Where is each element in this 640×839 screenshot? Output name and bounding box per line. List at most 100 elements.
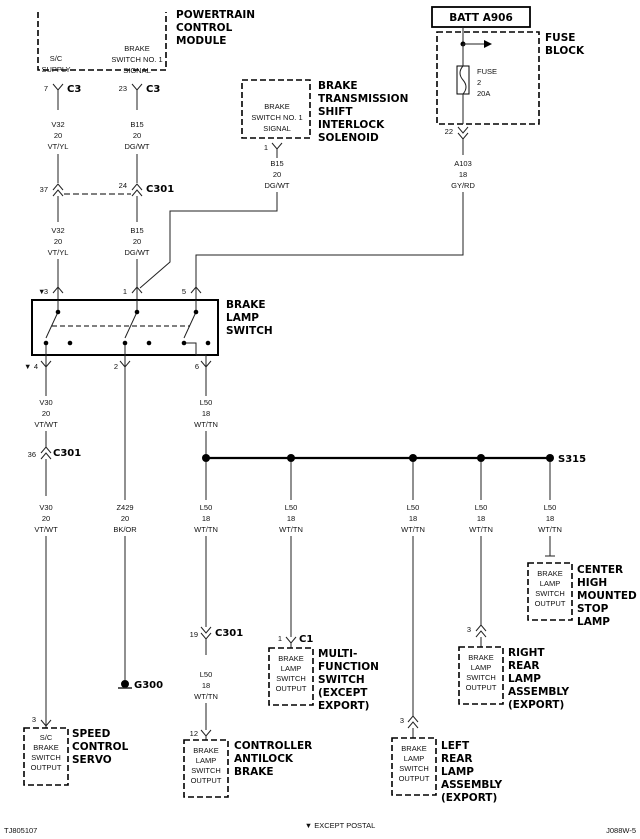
- svg-text:TRANSMISSION: TRANSMISSION: [318, 93, 408, 105]
- footer: TJ805107 ▼ EXCEPT POSTAL J088W-5: [4, 821, 636, 835]
- svg-text:20: 20: [273, 170, 281, 179]
- pcm-brake-label-2: SWITCH NO. 1: [111, 55, 162, 64]
- wire-b15-lower: B15 20 DG/WT: [125, 196, 150, 277]
- svg-text:OUTPUT: OUTPUT: [399, 774, 430, 783]
- svg-text:VT/YL: VT/YL: [48, 248, 69, 257]
- fuse-block-box: [436, 31, 540, 125]
- pcm-box: [37, 12, 167, 71]
- left-rear-lamp-assembly: 3 BRAKE LAMP SWITCH OUTPUT LEFT REAR LAM…: [391, 715, 502, 804]
- c301-pin36-terminal: [40, 446, 52, 460]
- svg-text:Z429: Z429: [116, 503, 133, 512]
- branch-l50-left-rear: L50 18 WT/TN: [401, 462, 425, 716]
- svg-text:SPEED: SPEED: [72, 728, 111, 740]
- svg-text:B15: B15: [270, 159, 283, 168]
- svg-text:WT/TN: WT/TN: [279, 525, 303, 534]
- svg-text:DG/WT: DG/WT: [125, 142, 150, 151]
- svg-text:LAMP: LAMP: [471, 663, 491, 672]
- svg-text:DG/WT: DG/WT: [265, 181, 290, 190]
- abs-pin-terminal: [200, 729, 212, 740]
- pcm-title-1: POWERTRAIN: [176, 9, 255, 21]
- brake-transmission-shift-interlock-solenoid: BRAKE TRANSMISSION SHIFT INTERLOCK SOLEN…: [139, 79, 408, 289]
- svg-text:18: 18: [287, 514, 295, 523]
- svg-text:BRAKE: BRAKE: [264, 102, 289, 111]
- btsi-pin-terminal: [271, 142, 283, 158]
- svg-text:BRAKE: BRAKE: [278, 654, 303, 663]
- svg-text:EXPORT): EXPORT): [318, 700, 369, 712]
- svg-text:SIGNAL: SIGNAL: [263, 124, 291, 133]
- svg-text:LAMP: LAMP: [196, 756, 216, 765]
- svg-text:BRAKE: BRAKE: [318, 80, 358, 92]
- bls-pin3-terminal: [52, 286, 64, 300]
- servo-pin-terminal: [40, 719, 52, 728]
- svg-text:20A: 20A: [477, 89, 490, 98]
- svg-text:LAMP: LAMP: [508, 673, 541, 685]
- branch-l50-abs: L50 18 WT/TN: [194, 462, 218, 627]
- svg-text:REAR: REAR: [508, 660, 539, 672]
- right-rear-pin: 3: [467, 625, 471, 634]
- speed-control-servo: 3 S/C BRAKE SWITCH OUTPUT SPEED CONTROL …: [23, 715, 129, 786]
- right-rear-terminal: [475, 624, 487, 647]
- bls-contact-3-4: [45, 300, 59, 355]
- bls-pin2: 2: [114, 362, 118, 371]
- connector-c301-upper: 37 24 C301: [40, 181, 174, 197]
- svg-text:SWITCH: SWITCH: [226, 325, 273, 337]
- c301-label-upper: C301: [146, 184, 174, 195]
- ground-g300: G300: [118, 680, 163, 691]
- servo-box: [23, 727, 69, 786]
- abs-c301-label: C301: [215, 628, 243, 639]
- svg-text:ASSEMBLY: ASSEMBLY: [508, 686, 569, 698]
- left-rear-pin: 3: [400, 716, 404, 725]
- svg-text:STOP: STOP: [577, 603, 609, 615]
- footer-left: TJ805107: [4, 826, 37, 835]
- brake-lamp-switch: ▼ 3 1 5 BRAKE LAMP SWITCH ▼ 4 2 6: [24, 277, 273, 371]
- svg-text:WT/TN: WT/TN: [401, 525, 425, 534]
- bls-pin4: 4: [34, 362, 38, 371]
- svg-text:SOLENOID: SOLENOID: [318, 132, 379, 144]
- svg-text:INTERLOCK: INTERLOCK: [318, 119, 385, 131]
- svg-text:V32: V32: [51, 226, 64, 235]
- multifunction-conn: C1: [299, 634, 313, 645]
- wire-l50-main: L50 18 WT/TN S315: [194, 367, 586, 465]
- bls-pin2-terminal: [119, 355, 131, 368]
- svg-text:REAR: REAR: [441, 753, 472, 765]
- svg-text:20: 20: [42, 409, 50, 418]
- svg-text:SWITCH: SWITCH: [191, 766, 221, 775]
- svg-text:OUTPUT: OUTPUT: [276, 684, 307, 693]
- btsi-pin: 1: [264, 143, 268, 152]
- svg-text:WT/TN: WT/TN: [194, 525, 218, 534]
- powertrain-control-module: POWERTRAIN CONTROL MODULE S/C SUPPLY BRA…: [37, 9, 255, 110]
- svg-text:RIGHT: RIGHT: [508, 647, 545, 659]
- fuse-pin: 22: [445, 127, 453, 136]
- svg-text:L50: L50: [200, 398, 213, 407]
- svg-text:BRAKE: BRAKE: [193, 746, 218, 755]
- pcm-brake-label-3: SIGNAL: [123, 66, 151, 75]
- pcm-conn-c3-a: C3: [67, 84, 81, 95]
- svg-text:SWITCH: SWITCH: [399, 764, 429, 773]
- svg-text:ASSEMBLY: ASSEMBLY: [441, 779, 502, 791]
- svg-text:20: 20: [133, 237, 141, 246]
- s315-label: S315: [558, 454, 586, 465]
- svg-text:B15: B15: [130, 226, 143, 235]
- svg-text:WT/TN: WT/TN: [469, 525, 493, 534]
- svg-text:(EXPORT): (EXPORT): [441, 792, 497, 804]
- svg-text:(EXPORT): (EXPORT): [508, 699, 564, 711]
- bls-pin5-terminal: [190, 286, 202, 300]
- center-high-mounted-stop-lamp: BRAKE LAMP SWITCH OUTPUT CENTER HIGH MOU…: [527, 555, 637, 628]
- svg-text:V30: V30: [39, 398, 52, 407]
- svg-text:OUTPUT: OUTPUT: [466, 683, 497, 692]
- svg-text:CENTER: CENTER: [577, 564, 623, 576]
- multifunction-box: [268, 647, 314, 706]
- svg-text:ANTILOCK: ANTILOCK: [234, 753, 294, 765]
- abs-box: [183, 739, 229, 798]
- svg-text:(EXCEPT: (EXCEPT: [318, 687, 368, 699]
- svg-text:2: 2: [477, 78, 481, 87]
- bls-pin4-terminal: [40, 355, 52, 368]
- batt-a906-box: [431, 6, 531, 28]
- wire-b15-upper: B15 20 DG/WT: [125, 120, 150, 183]
- svg-text:OUTPUT: OUTPUT: [535, 599, 566, 608]
- g300-label: G300: [134, 680, 163, 691]
- c301-pin24-terminal: [131, 183, 143, 197]
- c301-pin37-terminal: [52, 183, 64, 197]
- svg-text:LAMP: LAMP: [281, 664, 301, 673]
- ground-icon: [121, 680, 129, 688]
